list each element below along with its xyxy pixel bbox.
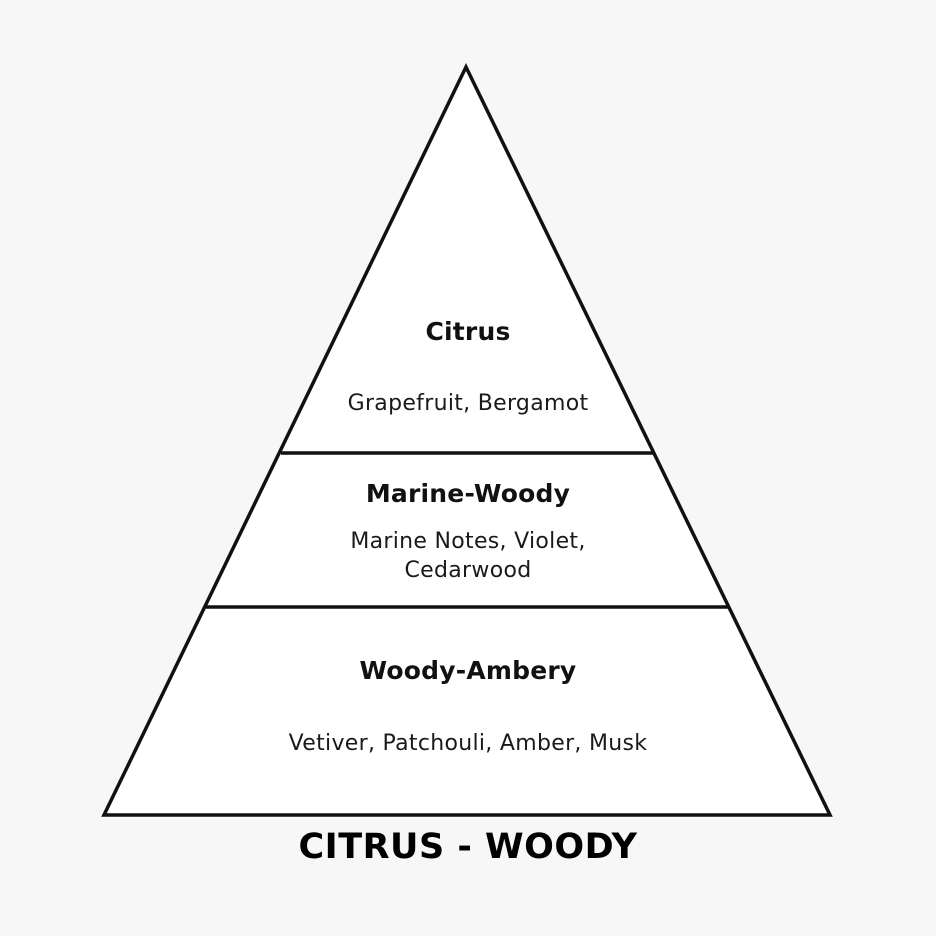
top-tier-title: Citrus	[425, 317, 511, 346]
middle-tier-notes: Marine Notes, Violet, Cedarwood	[350, 529, 586, 583]
pyramid-outline	[101, 62, 833, 817]
middle-tier-title: Marine-Woody	[365, 479, 571, 508]
fragrance-family-caption: CITRUS - WOODY	[298, 827, 638, 867]
top-tier-notes: Grapefruit, Bergamot	[347, 391, 589, 416]
bottom-tier-title: Woody-Ambery	[359, 656, 577, 685]
bottom-tier-notes: Vetiver, Patchouli, Amber, Musk	[288, 731, 648, 756]
